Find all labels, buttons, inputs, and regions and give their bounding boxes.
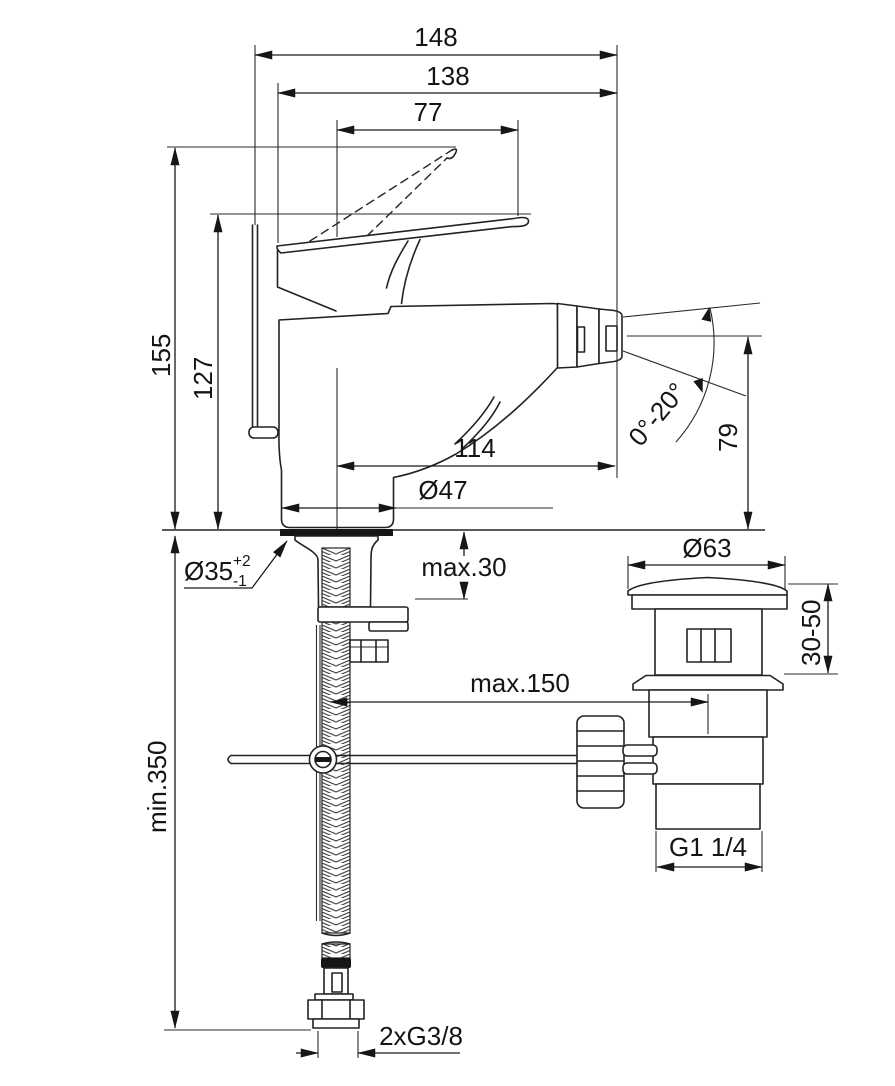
handle-raised-dashed	[309, 148, 458, 242]
dimension-lines-group	[164, 45, 838, 1058]
leader-d35	[184, 540, 288, 589]
handle-lever	[276, 216, 530, 312]
waste-cap	[627, 576, 788, 596]
lift-rod	[248, 224, 279, 439]
lift-rod-knob	[248, 426, 279, 439]
under-deck-group	[162, 529, 765, 1029]
second-hose-nut	[349, 639, 389, 663]
dim-155-label: 155	[146, 334, 176, 377]
popup-pull-rod	[227, 745, 578, 774]
dim-148-label: 148	[414, 22, 457, 52]
dim-d35-label: Ø35	[184, 556, 233, 586]
dim-max150-label: max.150	[470, 668, 570, 698]
faucet-base-and-spout	[278, 302, 559, 529]
dim-g114-label: G1 1/4	[669, 832, 747, 862]
spout-outlet	[556, 302, 623, 369]
faucet-body-group	[248, 148, 623, 529]
handle-hood-curve	[385, 238, 421, 305]
waste-knurled-nut	[576, 715, 625, 809]
dim-30-50-label: 30-50	[796, 600, 826, 667]
mounting-flange	[317, 606, 409, 623]
spout-accent-lines	[454, 396, 501, 450]
dim-138-label: 138	[426, 61, 469, 91]
mounting-hardware	[317, 606, 409, 663]
dim-angle-label: 0°-20°	[622, 377, 692, 452]
dim-79-label: 79	[713, 423, 743, 452]
waste-tailpipe	[655, 783, 761, 830]
dim-max30-label: max.30	[421, 552, 506, 582]
popup-waste-group	[576, 576, 788, 830]
dim-d47-label: Ø47	[418, 475, 467, 505]
dim-d63-label: Ø63	[682, 533, 731, 563]
base-gasket	[280, 529, 393, 536]
dim-2xg38-label: 2xG3/8	[379, 1021, 463, 1051]
dim-min350-label: min.350	[142, 741, 172, 834]
waste-slot-box	[686, 628, 732, 663]
dim-d35-tol-minus: -1	[233, 573, 247, 590]
dim-d35-tol-plus: +2	[233, 553, 251, 570]
waste-wide-flange	[632, 674, 784, 691]
dim-77-label: 77	[414, 97, 443, 127]
dim-114-label: 114	[454, 433, 495, 463]
hose-connector-nut	[307, 999, 365, 1020]
spray-angle-dimension	[622, 302, 761, 443]
dimension-labels-group: 148 138 77 155 127 min.350 114 Ø47 Ø35 +…	[142, 22, 826, 1051]
hose-crimp-band	[321, 958, 351, 968]
dim-127-label: 127	[188, 357, 218, 400]
